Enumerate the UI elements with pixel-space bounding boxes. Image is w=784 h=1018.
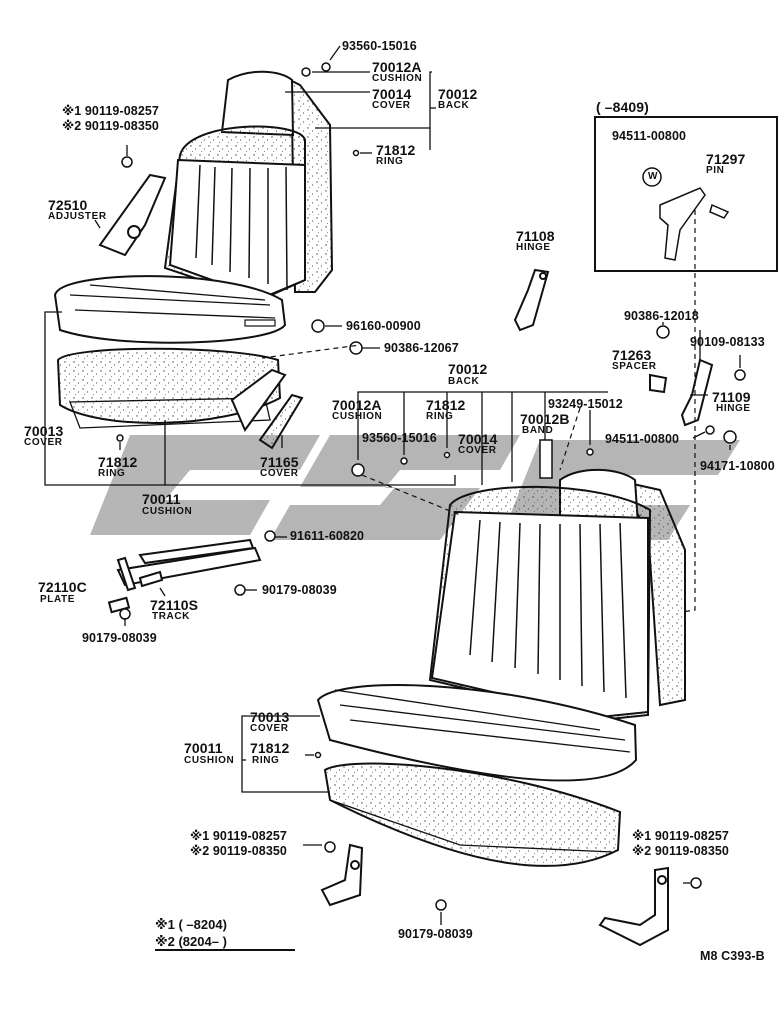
label-71812-top: 71812: [376, 142, 416, 158]
label-90109-08133: 90109-08133: [690, 335, 765, 349]
lower-seat-cushion: [323, 762, 622, 867]
label-93560-15016-top: 93560-15016: [342, 39, 417, 53]
label-ring-top: RING: [376, 156, 404, 167]
lower-left-hinge: [320, 843, 364, 907]
label-90179-08039-a: 90179-08039: [262, 583, 337, 597]
label-70012-top: 70012: [438, 86, 478, 102]
label-track: TRACK: [152, 611, 190, 622]
label-71297: 71297: [706, 151, 746, 167]
label-70012b: 70012B: [520, 411, 570, 427]
label-71109: 71109: [712, 389, 751, 405]
label-94511-inset: 94511-00800: [612, 129, 687, 143]
label-93560-15016-mid: 93560-15016: [362, 431, 437, 445]
label-cover-top: COVER: [372, 100, 411, 111]
label-band: BAND: [522, 425, 554, 436]
label-star1-bottom-left: ※1 90119-08257: [190, 829, 287, 843]
label-pin: PIN: [706, 165, 725, 176]
label-hinge-71109: HINGE: [716, 403, 751, 414]
label-cushion-top: CUSHION: [372, 73, 423, 84]
label-90179-08039-b: 90179-08039: [82, 631, 157, 645]
hinge-71109: [649, 358, 714, 427]
upper-seat-cushion-cover: [53, 275, 287, 344]
label-90386-12067: 90386-12067: [384, 341, 459, 355]
lower-seat-back: [428, 468, 686, 722]
label-72110s: 72110S: [150, 597, 199, 613]
label-star1-top: ※1 90119-08257: [62, 104, 159, 118]
note-star1-range: ※1 ( –8204): [155, 917, 227, 932]
label-70011-left: 70011: [142, 491, 181, 507]
label-71812-bottom: 71812: [250, 740, 290, 756]
label-back-top: BACK: [438, 100, 470, 111]
reference-code: M8 C393-B: [700, 949, 765, 963]
label-91611-60820: 91611-60820: [290, 529, 365, 543]
label-72510: 72510: [48, 197, 88, 213]
label-90179-08039-c: 90179-08039: [398, 927, 473, 941]
lower-back-pleats: [469, 519, 627, 699]
dashed-lines: [261, 210, 696, 613]
inset-box: [594, 116, 778, 272]
label-spacer: SPACER: [612, 361, 657, 372]
seat-track: [107, 538, 262, 614]
leader-lines: [44, 45, 741, 925]
label-ring-bottom: RING: [252, 755, 280, 766]
label-70012a-mid: 70012A: [332, 397, 382, 413]
label-adjuster: ADJUSTER: [48, 211, 107, 222]
label-hinge-71108: HINGE: [516, 242, 551, 253]
label-71165: 71165: [260, 454, 299, 470]
label-70012-mid: 70012: [448, 361, 488, 377]
fasteners: [116, 62, 746, 911]
label-71812-left: 71812: [98, 454, 138, 470]
hinge-71108: [513, 268, 550, 332]
lower-right-hinge: [598, 866, 669, 947]
label-71812-mid: 71812: [426, 397, 466, 413]
label-cover-bottom: COVER: [250, 723, 289, 734]
band-70012b: [539, 439, 553, 479]
label-70012a-top: 70012A: [372, 59, 422, 75]
label-70013-left: 70013: [24, 423, 64, 439]
label-cover-mid: COVER: [458, 445, 497, 456]
label-94511-right: 94511-00800: [605, 432, 680, 446]
label-96160-00900: 96160-00900: [346, 319, 421, 333]
label-90386-12018: 90386-12018: [624, 309, 699, 323]
label-cushion-mid: CUSHION: [332, 411, 383, 422]
upper-frame: [98, 173, 304, 450]
label-70011-bottom: 70011: [184, 740, 223, 756]
label-93249-15012: 93249-15012: [548, 397, 623, 411]
label-cover-left: COVER: [24, 437, 63, 448]
label-ring-mid: RING: [426, 411, 454, 422]
label-cushion-left: CUSHION: [142, 506, 193, 517]
label-inset-w: W: [648, 171, 659, 182]
label-star2-bottom-right: ※2 90119-08350: [632, 844, 729, 858]
label-inset-range: ( –8409): [596, 99, 649, 115]
lower-seat-cushion-cover: [316, 684, 638, 782]
label-ring-left: RING: [98, 468, 126, 479]
label-star1-bottom-right: ※1 90119-08257: [632, 829, 729, 843]
label-72110c: 72110C: [38, 579, 87, 595]
label-star2-top: ※2 90119-08350: [62, 119, 159, 133]
label-cushion-bottom: CUSHION: [184, 755, 235, 766]
label-94171-10800: 94171-10800: [700, 459, 775, 473]
label-plate: PLATE: [40, 594, 76, 605]
label-71263: 71263: [612, 347, 652, 363]
label-star2-bottom-left: ※2 90119-08350: [190, 844, 287, 858]
label-71108: 71108: [516, 228, 555, 244]
upper-back-pleats: [195, 164, 288, 291]
label-70014-top: 70014: [372, 86, 412, 102]
label-70013-bottom: 70013: [250, 709, 290, 725]
label-back-mid: BACK: [448, 376, 480, 387]
label-70014-mid: 70014: [458, 431, 498, 447]
label-cover-71165: COVER: [260, 468, 299, 479]
note-star2-range: ※2 (8204– ): [155, 934, 227, 949]
upper-seat-cushion: [56, 347, 282, 429]
